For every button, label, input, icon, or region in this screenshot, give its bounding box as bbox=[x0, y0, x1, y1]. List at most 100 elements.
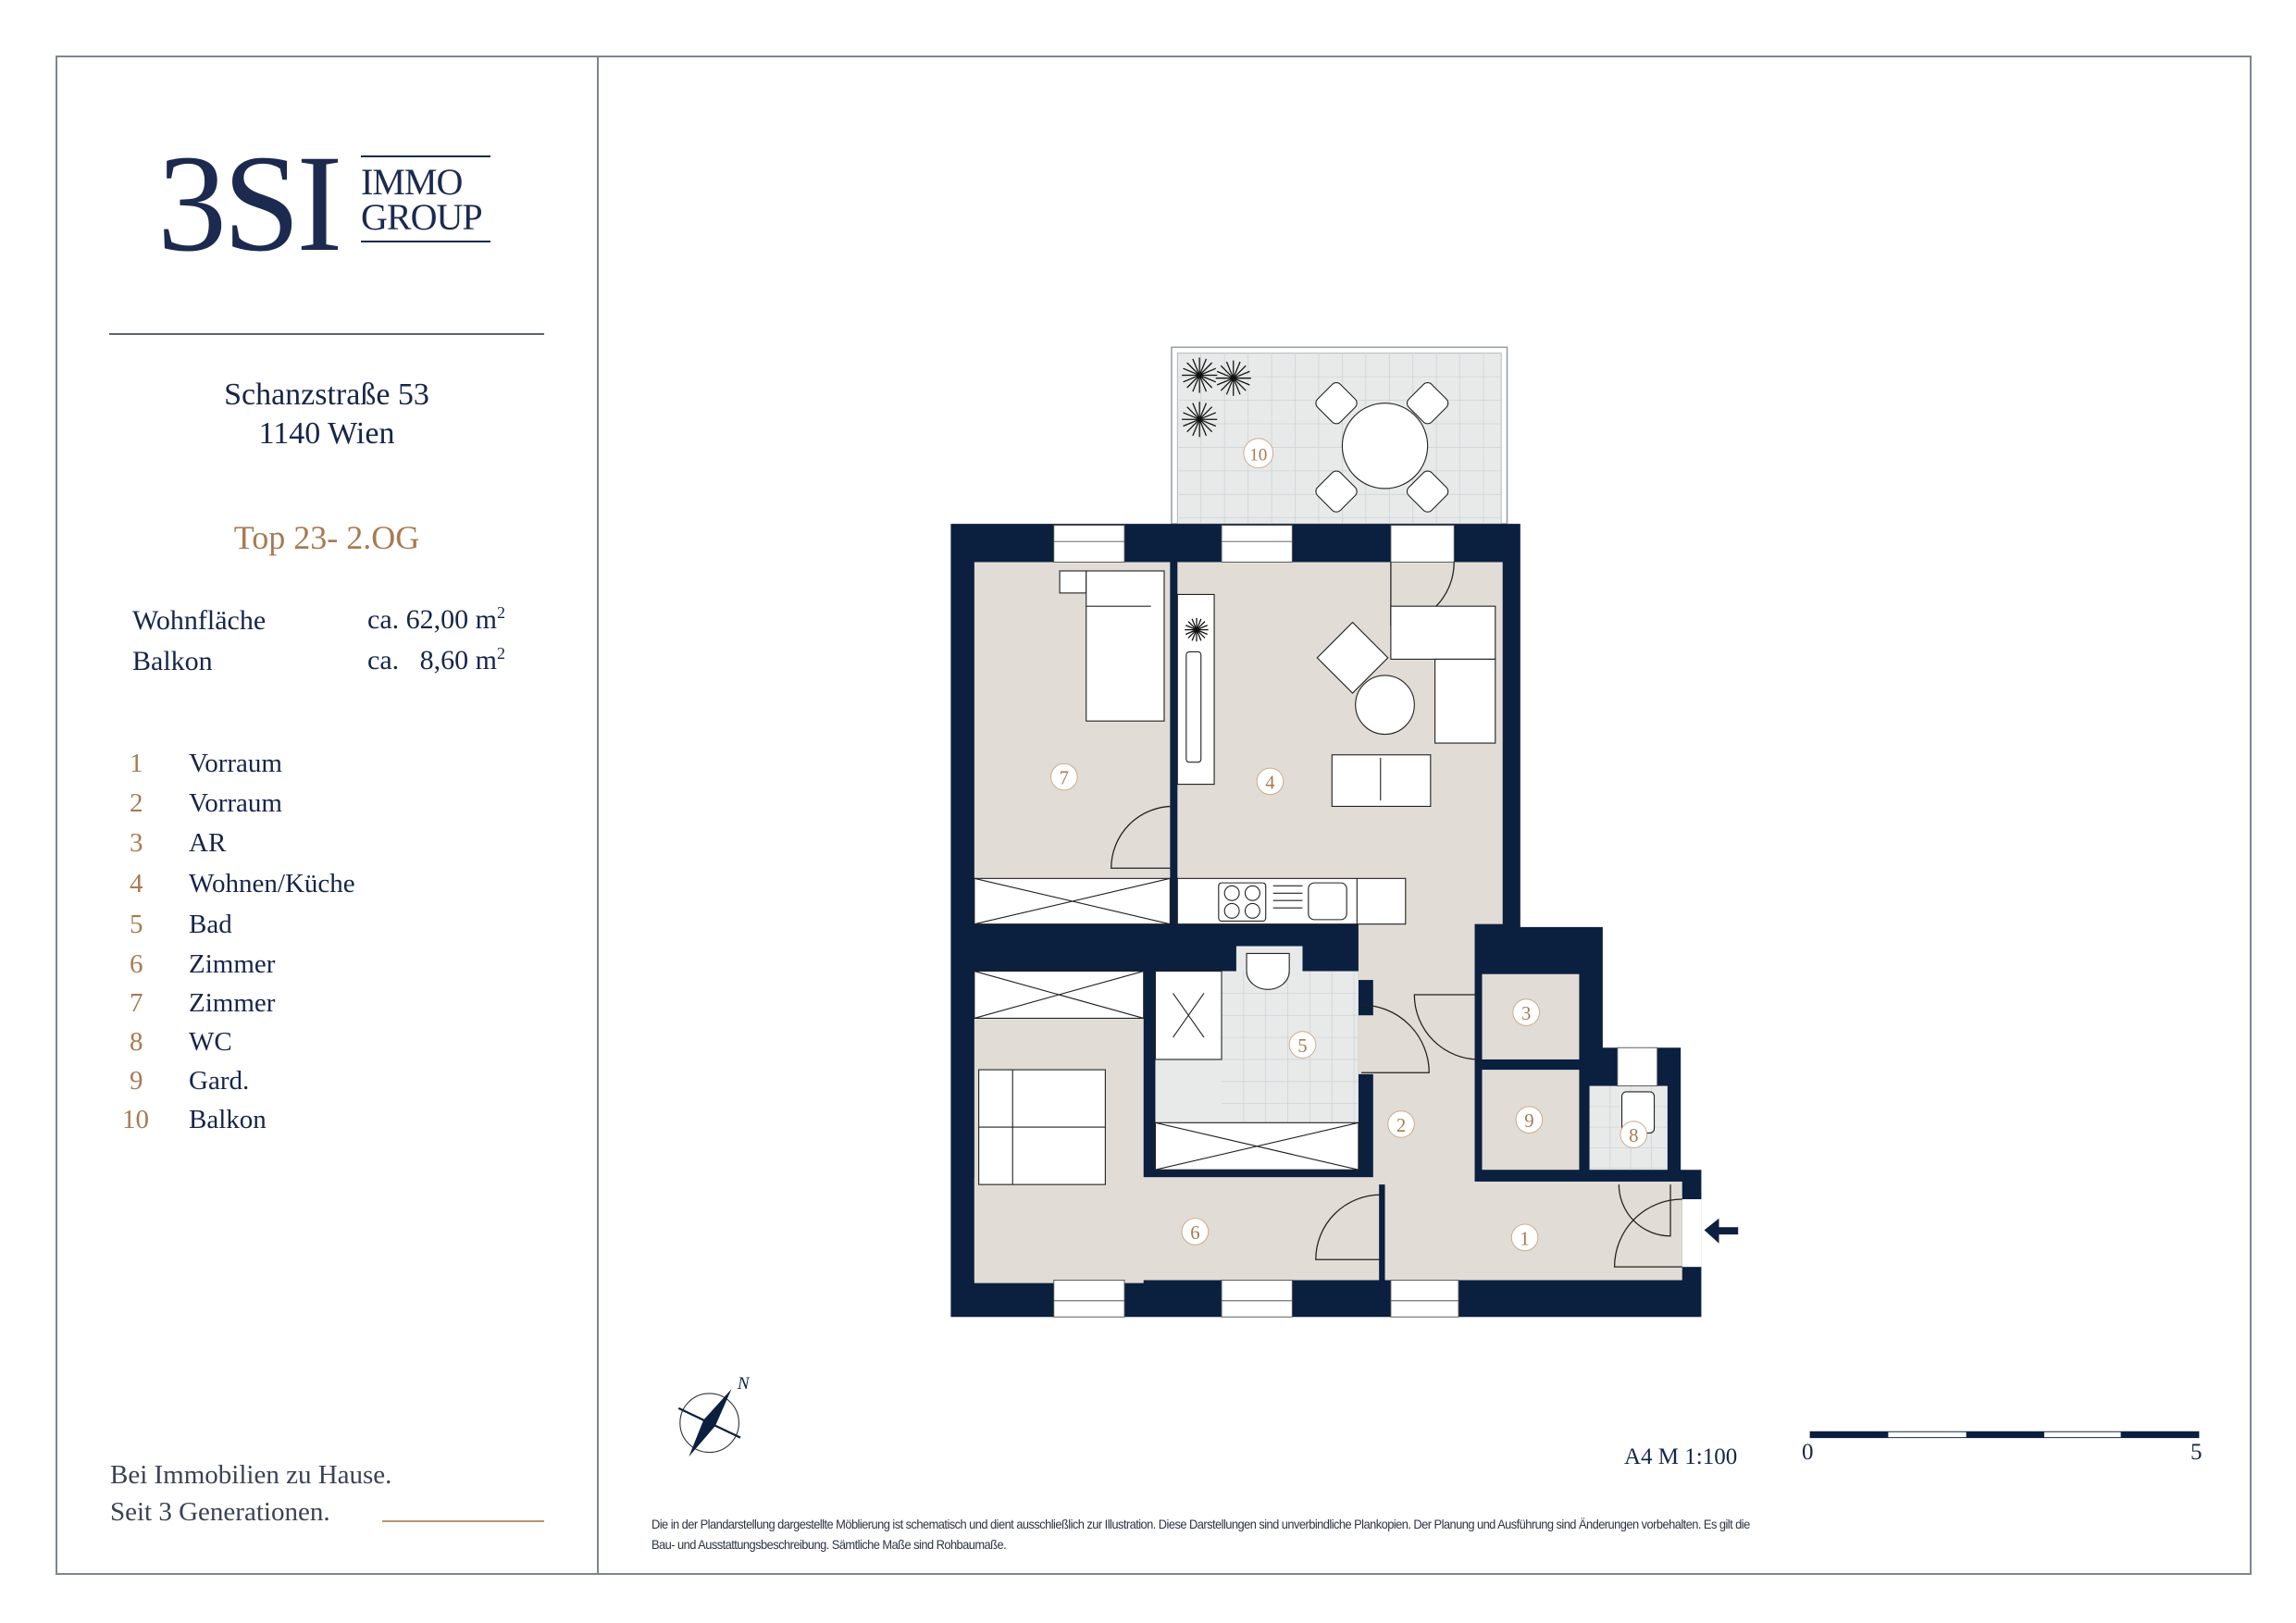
area-value: 8,60 bbox=[419, 645, 469, 675]
compass-icon: N bbox=[677, 1374, 751, 1457]
furniture bbox=[974, 382, 1656, 1185]
washbasin bbox=[1246, 952, 1290, 990]
coffee-table bbox=[1355, 675, 1415, 736]
legend-number: 2 bbox=[130, 788, 143, 818]
plant-icon bbox=[1215, 360, 1251, 396]
page-frame bbox=[56, 56, 2252, 1575]
slogan-line2: Seit 3 Generationen. bbox=[110, 1497, 330, 1527]
room-number: 2 bbox=[1396, 1116, 1406, 1136]
room-markers: 1 2 3 4 5 6 7 8 9 10 bbox=[1050, 438, 1648, 1252]
legend-label: Bad bbox=[189, 910, 232, 939]
room-marker-7: 7 bbox=[1050, 762, 1078, 791]
room-number: 8 bbox=[1629, 1126, 1638, 1146]
scale-paper-label: A4 M 1:100 bbox=[1624, 1444, 1738, 1469]
legend-label: Zimmer bbox=[189, 949, 276, 979]
logo-line2: GROUP bbox=[361, 196, 483, 238]
door-storage bbox=[1413, 994, 1480, 1060]
legend-label: Zimmer bbox=[189, 988, 276, 1018]
door-wc bbox=[1618, 1184, 1671, 1237]
area-value-living: ca. 62,00 m2 bbox=[367, 603, 505, 636]
legend-number: 10 bbox=[122, 1105, 149, 1134]
area-value-balcony: ca. 8,60 m2 bbox=[367, 644, 505, 676]
bath-tiles bbox=[1222, 971, 1668, 1171]
room-number: 1 bbox=[1520, 1229, 1529, 1249]
room-2-floor bbox=[1372, 978, 1475, 1185]
plant-icon bbox=[1185, 617, 1209, 642]
room-number: 4 bbox=[1265, 773, 1274, 793]
scale-bar bbox=[1809, 1431, 2200, 1439]
window bbox=[1221, 525, 1293, 563]
legend-number: 6 bbox=[130, 949, 143, 979]
area-unit: m bbox=[475, 604, 497, 635]
door-room-6 bbox=[1315, 1194, 1381, 1260]
sofa-l-top bbox=[1390, 605, 1496, 660]
divider-line bbox=[109, 333, 544, 335]
sofa-l-side bbox=[1434, 658, 1496, 744]
scale-end-label: 5 bbox=[2191, 1440, 2203, 1465]
room-marker-3: 3 bbox=[1512, 998, 1540, 1026]
slogan-underline bbox=[382, 1520, 544, 1522]
plant-icons bbox=[1182, 357, 1251, 642]
area-prefix: ca. bbox=[367, 645, 400, 675]
wc-window bbox=[1617, 1047, 1658, 1087]
window bbox=[1053, 525, 1125, 563]
balcony-chair bbox=[1315, 382, 1358, 425]
legend-number: 4 bbox=[130, 869, 143, 898]
sink bbox=[1308, 882, 1347, 921]
area-value: 62,00 bbox=[405, 604, 469, 635]
logo-mark: 3SI bbox=[157, 127, 342, 280]
legend-label: WC bbox=[189, 1027, 232, 1057]
address-street: Schanzstraße 53 bbox=[224, 378, 429, 412]
bed-room-7 bbox=[1086, 570, 1165, 722]
area-exponent: 2 bbox=[496, 644, 505, 663]
door-entrance bbox=[1613, 1198, 1682, 1268]
window bbox=[1221, 1280, 1293, 1318]
slogan-line1: Bei Immobilien zu Hause. bbox=[110, 1460, 392, 1490]
area-label-living: Wohnfläche bbox=[132, 605, 267, 636]
address-city: 1140 Wien bbox=[258, 416, 395, 451]
room-number: 3 bbox=[1521, 1004, 1531, 1024]
balcony-chair bbox=[1315, 470, 1358, 513]
plant-icon bbox=[1182, 402, 1218, 438]
shower bbox=[1154, 970, 1222, 1060]
area-unit: m bbox=[475, 645, 497, 675]
window bbox=[1053, 1280, 1125, 1318]
room-number: 5 bbox=[1297, 1036, 1307, 1057]
room-number: 7 bbox=[1060, 769, 1069, 789]
entrance-arrow-icon bbox=[1704, 1218, 1739, 1244]
legend-label: Wohnen/Küche bbox=[189, 869, 355, 898]
logo-line1: IMMO bbox=[361, 161, 463, 203]
legend-label: Balkon bbox=[189, 1105, 267, 1134]
legend-number: 7 bbox=[130, 988, 143, 1018]
area-prefix: ca. bbox=[367, 604, 400, 635]
legend-number: 3 bbox=[130, 828, 143, 858]
area-label-balcony: Balkon bbox=[132, 646, 213, 676]
windows bbox=[1053, 525, 1702, 1318]
scale-start-label: 0 bbox=[1802, 1440, 1814, 1465]
room-marker-5: 5 bbox=[1288, 1031, 1317, 1059]
legend-label: Vorraum bbox=[189, 788, 282, 818]
door-bath bbox=[1361, 1004, 1430, 1073]
sofa bbox=[1331, 754, 1432, 807]
legend-label: Vorraum bbox=[189, 749, 282, 778]
corridor-floor bbox=[1358, 921, 1475, 981]
entrance-opening bbox=[1682, 1199, 1702, 1268]
room-marker-1: 1 bbox=[1510, 1223, 1539, 1252]
logo-subtitle: IMMO GROUP bbox=[361, 155, 490, 242]
room-marker-8: 8 bbox=[1620, 1121, 1648, 1148]
legend-label: Gard. bbox=[189, 1066, 250, 1096]
nightstand bbox=[1059, 570, 1087, 594]
bath-door-area bbox=[1358, 1015, 1376, 1074]
balcony-door-opening bbox=[1390, 525, 1455, 563]
room-marker-6: 6 bbox=[1181, 1218, 1210, 1245]
armchair bbox=[1316, 621, 1389, 694]
balcony-chair bbox=[1406, 382, 1449, 425]
plant-icon bbox=[1182, 357, 1218, 393]
legend-number: 9 bbox=[130, 1066, 143, 1096]
legend-number: 8 bbox=[130, 1027, 143, 1057]
window bbox=[1390, 1280, 1459, 1318]
room-marker-4: 4 bbox=[1256, 767, 1285, 796]
tv bbox=[1185, 650, 1202, 763]
area-exponent: 2 bbox=[496, 603, 505, 622]
